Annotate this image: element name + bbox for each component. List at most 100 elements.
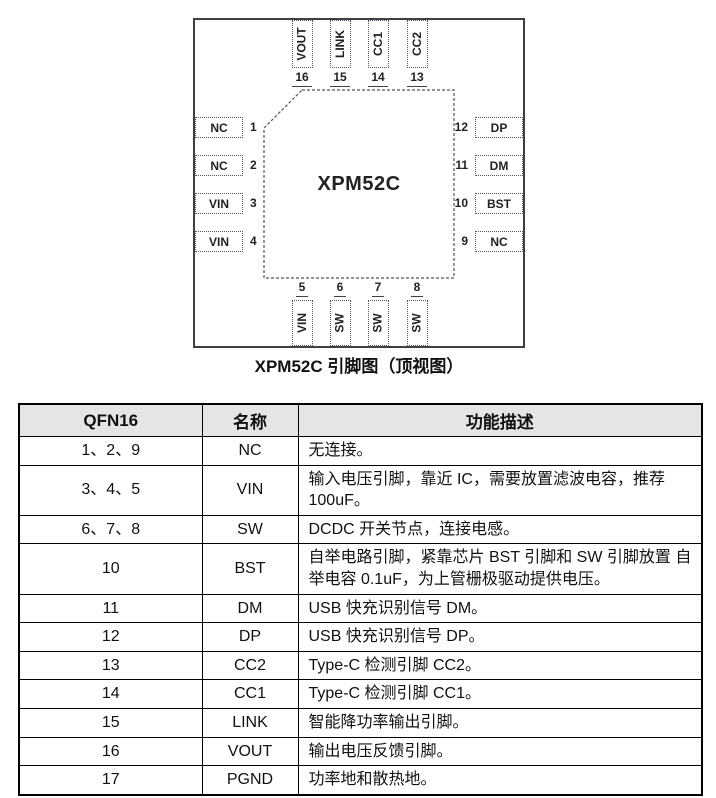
pin-15: LINK 15 — [326, 20, 354, 87]
cell-desc: 功率地和散热地。 — [297, 765, 703, 796]
cell-pin: 6、7、8 — [18, 514, 203, 545]
pin-label: SW — [371, 313, 385, 333]
cell-desc: Type-C 检测引脚 CC2。 — [297, 650, 703, 681]
cell-name: BST — [201, 543, 299, 595]
pin-5: 5 VIN — [288, 280, 316, 346]
pin-number: 15 — [330, 70, 350, 87]
pin-label: SW — [333, 313, 347, 333]
pin-box: CC1 — [367, 20, 389, 68]
table-row: 15 LINK 智能降功率输出引脚。 — [18, 707, 703, 738]
pin-label: NC — [210, 158, 228, 173]
pin-box: SW — [329, 300, 351, 346]
pin-box: DP — [475, 117, 523, 138]
cell-pin: 13 — [18, 650, 203, 681]
pin-label: VOUT — [295, 27, 309, 61]
pin-number: 8 — [410, 280, 424, 297]
pin-number: 16 — [292, 70, 312, 87]
table-row: 12 DP USB 快充识别信号 DP。 — [18, 622, 703, 652]
cell-desc: 无连接。 — [297, 436, 703, 466]
pin-2: NC 2 — [195, 155, 257, 176]
pin-number: 6 — [333, 280, 347, 297]
diagram-caption: XPM52C 引脚图（顶视图） — [254, 357, 464, 376]
cell-name: LINK — [201, 707, 299, 738]
cell-name: SW — [201, 514, 299, 545]
header-qfn16: QFN16 — [18, 403, 203, 437]
table-row: 16 VOUT 输出电压反馈引脚。 — [18, 736, 703, 767]
cell-pin: 3、4、5 — [18, 464, 203, 516]
pin-box: SW — [406, 300, 428, 346]
pin-box: NC — [475, 231, 523, 252]
cell-pin: 16 — [18, 736, 203, 767]
table-row: 1、2、9 NC 无连接。 — [18, 436, 703, 466]
pinout-diagram: XPM52C VOUT 16 LINK 15 CC1 14 CC2 13 NC … — [193, 18, 525, 348]
cell-name: NC — [201, 436, 299, 466]
cell-desc: 智能降功率输出引脚。 — [297, 707, 703, 738]
pin-label: BST — [487, 196, 511, 211]
cell-pin: 10 — [18, 543, 203, 595]
pin-number: 11 — [455, 157, 468, 172]
pin-4: VIN 4 — [195, 231, 257, 252]
pin-box: VIN — [291, 300, 313, 346]
chip-body-outline — [263, 89, 455, 279]
table-row: 17 PGND 功率地和散热地。 — [18, 765, 703, 796]
pin-number: 12 — [454, 119, 468, 134]
pin-number: 2 — [250, 157, 257, 172]
pin-box: VOUT — [291, 20, 313, 68]
pin-3: VIN 3 — [195, 193, 257, 214]
pin-13: CC2 13 — [403, 20, 431, 87]
cell-name: VIN — [201, 464, 299, 516]
cell-name: CC1 — [201, 679, 299, 709]
cell-desc: USB 快充识别信号 DM。 — [297, 593, 703, 624]
pin-10: 10 BST — [455, 193, 523, 214]
table-row: 10 BST 自举电路引脚，紧靠芯片 BST 引脚和 SW 引脚放置 自举电容 … — [18, 543, 703, 595]
table-row: 3、4、5 VIN 输入电压引脚，靠近 IC，需要放置滤波电容，推荐 100uF… — [18, 464, 703, 516]
pin-function-table: QFN16 名称 功能描述 1、2、9 NC 无连接。 3、4、5 VIN 输入… — [18, 403, 703, 796]
pin-box: NC — [195, 117, 243, 138]
pin-12: 12 DP — [455, 117, 523, 138]
chip-label: XPM52C — [317, 172, 401, 195]
cell-pin: 17 — [18, 765, 203, 796]
pin-box: CC2 — [406, 20, 428, 68]
cell-name: DP — [201, 622, 299, 652]
pin-box: NC — [195, 155, 243, 176]
cell-pin: 15 — [18, 707, 203, 738]
pin-14: CC1 14 — [364, 20, 392, 87]
table-row: 6、7、8 SW DCDC 开关节点，连接电感。 — [18, 514, 703, 545]
pin-box: VIN — [195, 231, 243, 252]
pin-box: DM — [475, 155, 523, 176]
pin-6: 6 SW — [326, 280, 354, 346]
pin-box: VIN — [195, 193, 243, 214]
cell-name: CC2 — [201, 650, 299, 681]
cell-pin: 14 — [18, 679, 203, 709]
pin-label: NC — [210, 120, 228, 135]
header-description: 功能描述 — [297, 403, 703, 437]
pin-9: 9 NC — [461, 231, 523, 252]
pin-label: NC — [490, 234, 508, 249]
pin-box: LINK — [329, 20, 351, 68]
table-header-row: QFN16 名称 功能描述 — [18, 403, 703, 437]
cell-desc: 自举电路引脚，紧靠芯片 BST 引脚和 SW 引脚放置 自举电容 0.1uF，为… — [297, 543, 703, 595]
pin-16: VOUT 16 — [288, 20, 316, 87]
pin-8: 8 SW — [403, 280, 431, 346]
table-row: 14 CC1 Type-C 检测引脚 CC1。 — [18, 679, 703, 709]
cell-pin: 1、2、9 — [18, 436, 203, 466]
cell-name: VOUT — [201, 736, 299, 767]
pin-number: 5 — [295, 280, 309, 297]
pin-7: 7 SW — [364, 280, 392, 346]
table-row: 13 CC2 Type-C 检测引脚 CC2。 — [18, 650, 703, 681]
table-row: 11 DM USB 快充识别信号 DM。 — [18, 593, 703, 624]
pin-label: DP — [490, 120, 508, 135]
cell-name: DM — [201, 593, 299, 624]
cell-desc: DCDC 开关节点，连接电感。 — [297, 514, 703, 545]
pin-number: 4 — [250, 233, 257, 248]
pin-box: BST — [475, 193, 523, 214]
cell-name: PGND — [201, 765, 299, 796]
cell-desc: 输出电压反馈引脚。 — [297, 736, 703, 767]
pin-number: 13 — [407, 70, 427, 87]
pin-label: VIN — [208, 234, 229, 249]
header-name: 名称 — [201, 403, 299, 437]
cell-pin: 11 — [18, 593, 203, 624]
pin-number: 7 — [371, 280, 385, 297]
cell-desc: 输入电压引脚，靠近 IC，需要放置滤波电容，推荐 100uF。 — [297, 464, 703, 516]
